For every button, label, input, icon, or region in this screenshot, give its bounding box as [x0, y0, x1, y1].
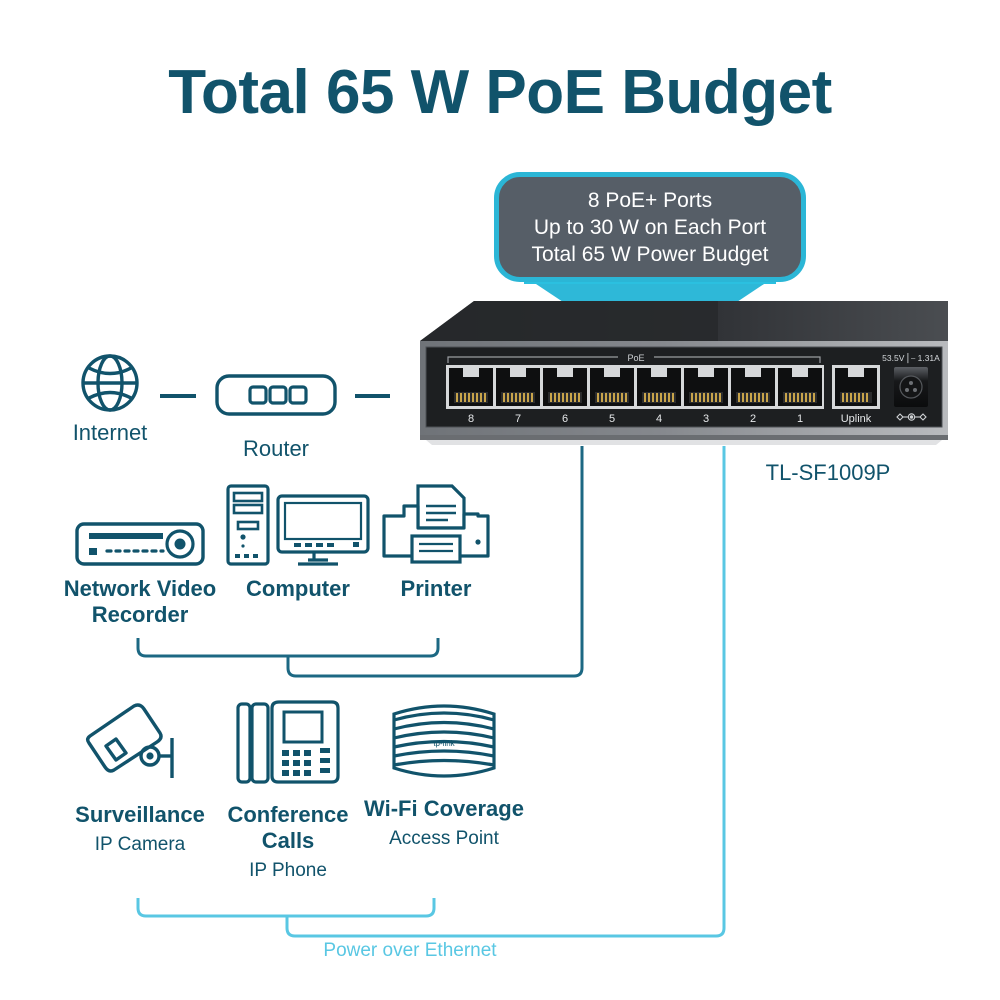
access-point-icon: tp-link	[392, 704, 496, 778]
printer-label: Printer	[400, 576, 472, 601]
svg-text:7: 7	[515, 413, 521, 425]
port-number-labels: 8 7 6 5 4 3 2 1 Uplink	[468, 413, 872, 425]
svg-text:8: 8	[468, 413, 474, 425]
svg-text:Uplink: Uplink	[841, 413, 872, 425]
wifi-title: Wi-Fi Coverage	[364, 796, 524, 821]
computer-label: Computer	[246, 576, 350, 601]
wifi-subtitle: Access Point	[389, 828, 499, 849]
router-label: Router	[242, 436, 310, 461]
svg-text:6: 6	[562, 413, 568, 425]
conference-title: Conference	[227, 802, 349, 827]
node-internet: Internet	[48, 352, 172, 446]
data-trunk-to-port-6	[286, 446, 584, 678]
node-wifi-access-point: tp-link Wi-Fi Coverage Access Point	[362, 698, 526, 851]
svg-text:2: 2	[750, 413, 756, 425]
node-conference-phone: Conference Calls IP Phone	[224, 698, 352, 883]
node-computer: Computer	[222, 484, 374, 602]
internet-label: Internet	[72, 420, 148, 445]
node-printer: Printer	[376, 484, 496, 602]
computer-icon	[226, 484, 370, 566]
globe-icon	[81, 354, 139, 412]
conference-subtitle: IP Phone	[249, 860, 327, 881]
printer-icon	[382, 484, 490, 564]
svg-text:tp-link: tp-link	[433, 739, 455, 748]
svg-text:3: 3	[703, 413, 709, 425]
conference-title2: Calls	[261, 828, 315, 853]
svg-text:4: 4	[656, 413, 662, 425]
poe-group-bracket: PoE	[447, 353, 821, 363]
ip-camera-icon	[86, 703, 174, 778]
power-over-ethernet-caption: Power over Ethernet	[323, 940, 497, 961]
poe-device-bracket	[136, 898, 436, 918]
callout-line-2: Up to 30 W on Each Port	[533, 215, 767, 239]
poe-trunk-to-port-2	[285, 446, 726, 938]
ip-phone-icon	[236, 700, 340, 784]
poe-switch-device: PoE	[418, 295, 950, 445]
switch-model-label: TL-SF1009P	[765, 460, 891, 485]
node-router: Router	[212, 352, 340, 462]
svg-text:1: 1	[797, 413, 803, 425]
nvr-label-line2: Recorder	[91, 602, 189, 627]
svg-text:PoE: PoE	[627, 353, 644, 363]
power-rating-label: 53.5V ⎜⎯ 1.31A	[882, 352, 940, 364]
page-title: Total 65 W PoE Budget	[168, 58, 832, 127]
svg-text:5: 5	[609, 413, 615, 425]
surveillance-subtitle: IP Camera	[94, 834, 186, 855]
node-network-video-recorder: Network Video Recorder	[58, 520, 222, 628]
node-surveillance-camera: Surveillance IP Camera	[58, 698, 222, 857]
nvr-label-line1: Network Video	[63, 576, 217, 601]
callout-line-3: Total 65 W Power Budget	[531, 242, 769, 266]
callout-line-1: 8 PoE+ Ports	[587, 188, 713, 212]
data-device-bracket	[136, 638, 440, 658]
router-icon	[215, 374, 337, 416]
surveillance-title: Surveillance	[75, 802, 205, 827]
nvr-icon	[75, 522, 205, 566]
poe-spec-callout: 8 PoE+ Ports Up to 30 W on Each Port Tot…	[494, 172, 806, 282]
